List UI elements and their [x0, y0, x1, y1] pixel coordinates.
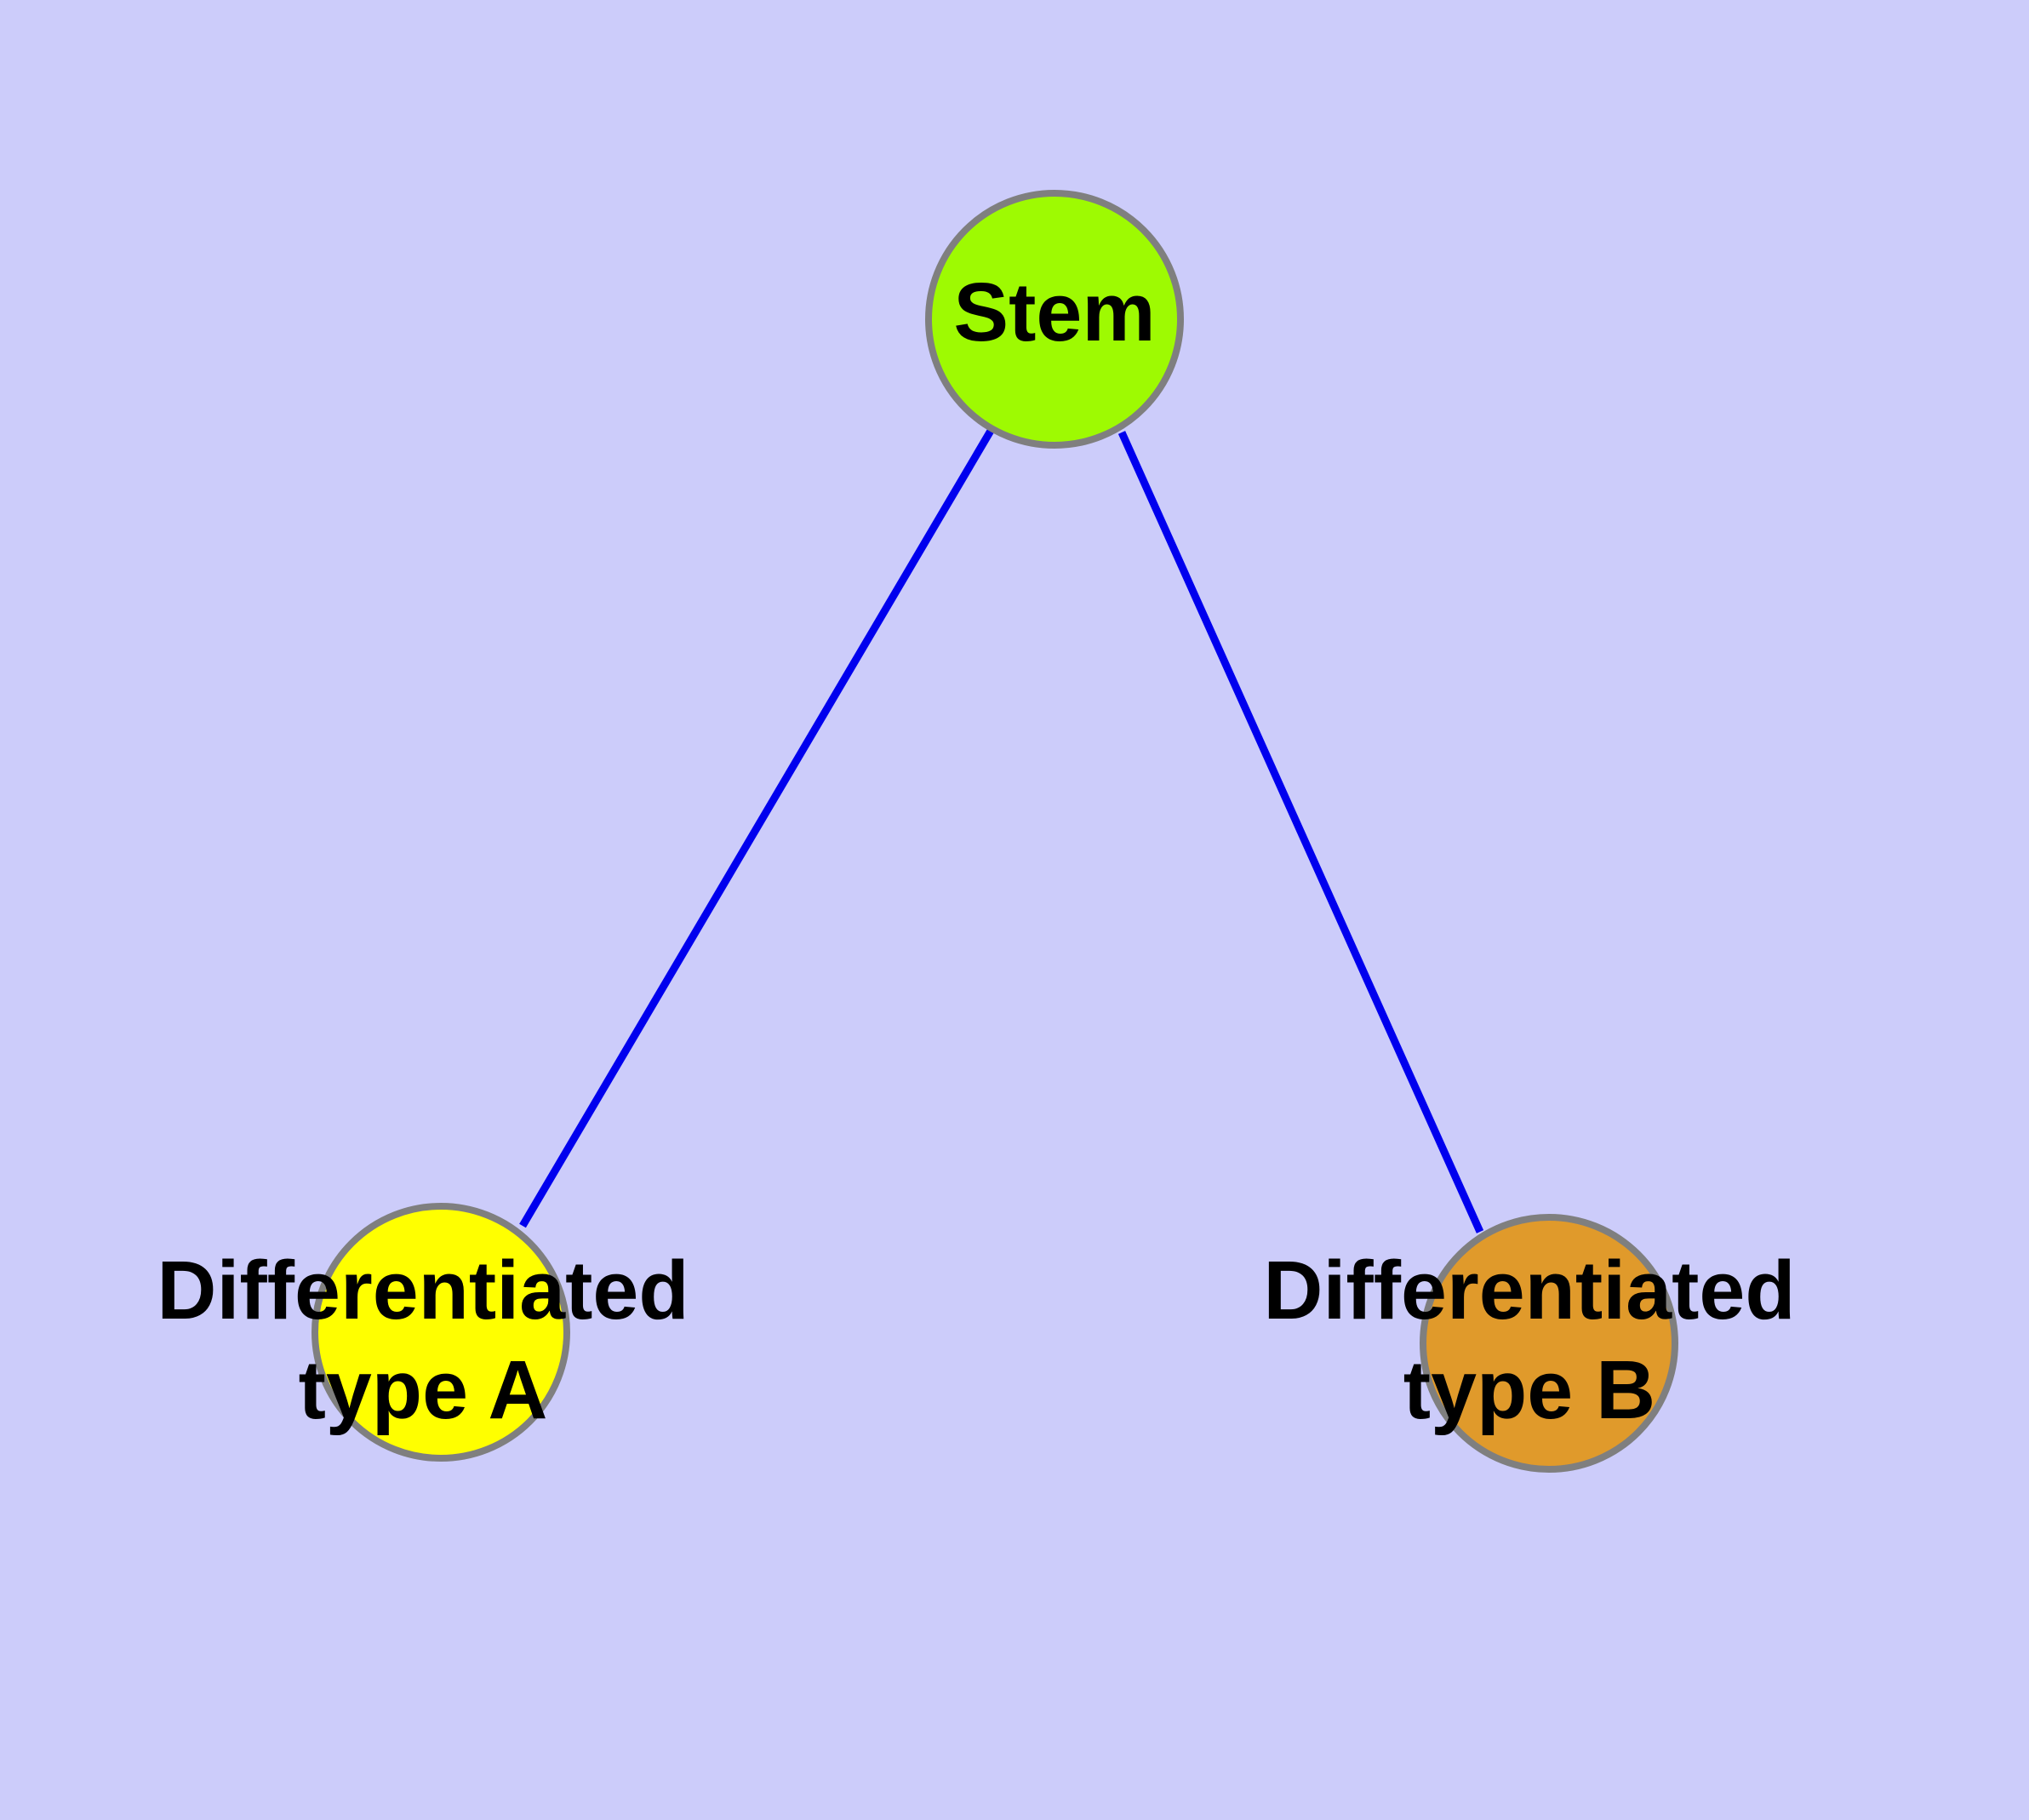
node-group [311, 190, 1678, 1473]
node-label-stem-line1: Stem [953, 266, 1155, 358]
node-label-group: Stem Differentiated type A Differentiate… [157, 266, 1795, 1436]
node-label-diff-a-line1: Differentiated [157, 1244, 689, 1336]
node-label-diff-b-line2: type B [1403, 1343, 1655, 1436]
node-label-diff-a-line2: type A [299, 1343, 548, 1436]
node-circle-differentiated-type-b[interactable] [1420, 1214, 1678, 1473]
edge-group [519, 428, 1484, 1233]
node-circle-stem[interactable] [925, 190, 1184, 449]
node-stem[interactable] [925, 190, 1184, 449]
node-label-diff-b-line1: Differentiated [1263, 1244, 1795, 1336]
node-differentiated-type-a[interactable] [311, 1203, 570, 1462]
node-circle-differentiated-type-a[interactable] [311, 1203, 570, 1462]
edge-stem-to-differentiated-type-b [1117, 431, 1484, 1233]
edge-stem-to-differentiated-type-a [519, 428, 994, 1228]
node-differentiated-type-b[interactable] [1420, 1214, 1678, 1473]
